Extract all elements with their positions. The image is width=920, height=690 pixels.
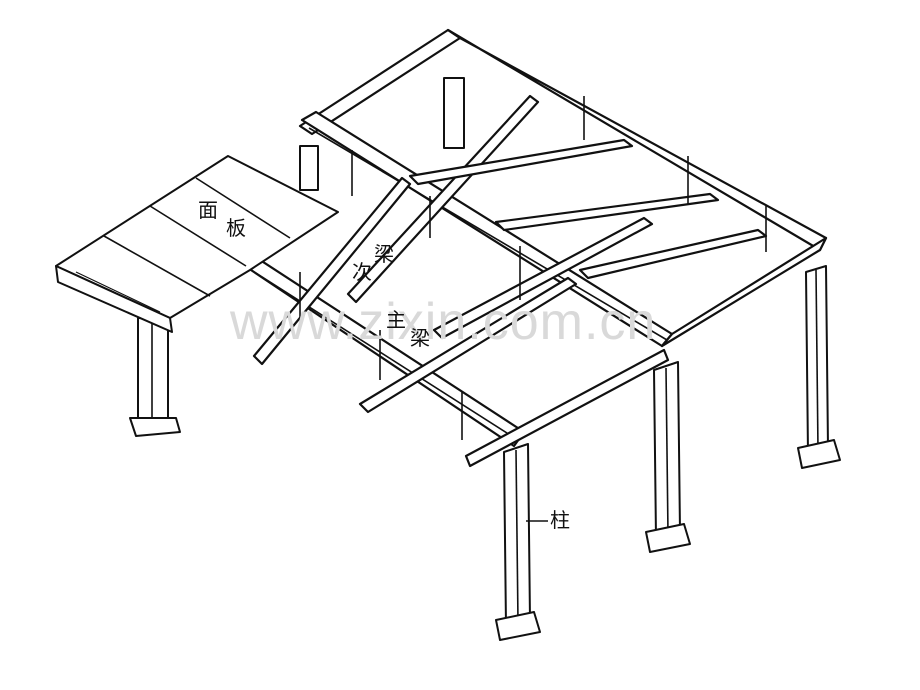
label-main-beam-1: 主	[386, 308, 406, 332]
column-leader-line	[526, 520, 548, 522]
column-back-far	[443, 77, 465, 149]
column-front-center	[495, 443, 541, 641]
secondary-beams	[252, 94, 768, 414]
column-back-left	[299, 145, 319, 191]
label-secondary-beam-2: 梁	[374, 242, 394, 266]
label-panel-1: 面	[198, 198, 218, 222]
edge-beam-right	[660, 236, 828, 348]
label-column: 柱	[550, 508, 570, 532]
main-beam-front	[240, 254, 526, 448]
edge-beam-front-right	[464, 348, 670, 468]
column-front-right	[645, 361, 691, 553]
label-panel-2: 板	[226, 216, 246, 240]
label-secondary-beam-1: 次	[352, 260, 372, 284]
label-main-beam-2: 梁	[410, 326, 430, 350]
deck-panels	[55, 155, 339, 333]
column-front-left	[129, 317, 181, 437]
frame-posts	[299, 96, 767, 440]
watermark: www.zixin.com.cn	[230, 293, 657, 351]
column-back-right	[797, 265, 841, 469]
